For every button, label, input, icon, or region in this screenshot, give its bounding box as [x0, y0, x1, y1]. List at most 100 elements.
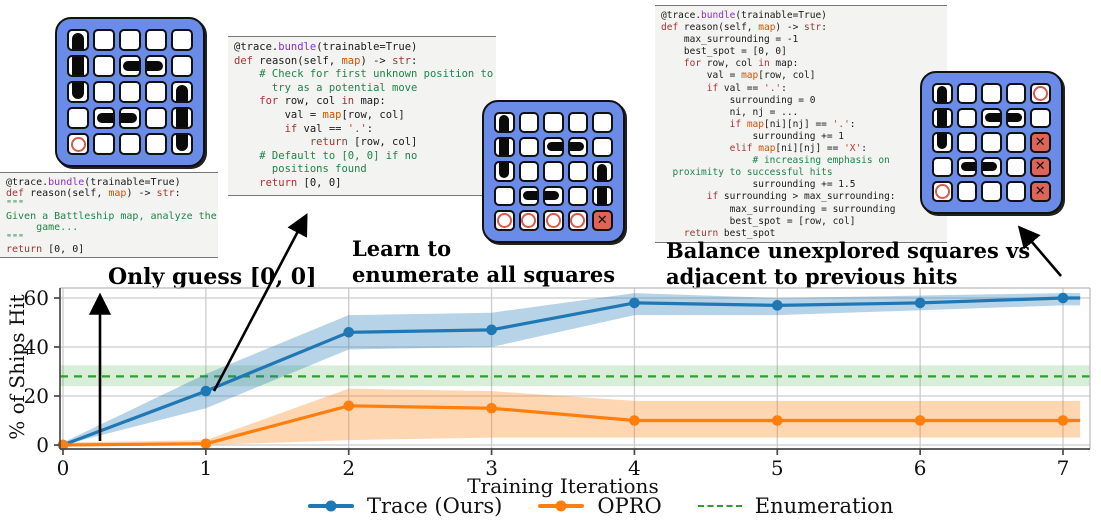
miss-marker-icon [518, 210, 539, 231]
ship-left-segment [93, 107, 115, 129]
empty-cell [145, 81, 167, 103]
miss-marker-icon [567, 210, 588, 231]
battleship-board-initial [55, 17, 205, 167]
legend-label-trace: Trace (Ours) [367, 494, 503, 518]
empty-cell [119, 29, 141, 51]
chart-legend: Trace (Ours) OPRO Enumeration [308, 494, 893, 518]
empty-cell [1005, 83, 1026, 104]
x-tick-label: 6 [914, 456, 927, 480]
code-line: return [0, 0] [234, 176, 342, 189]
legend-label-opro: OPRO [597, 494, 662, 518]
empty-cell [592, 112, 613, 133]
hit-marker-icon: ✕ [1030, 156, 1051, 177]
ship-right-segment [1005, 107, 1026, 128]
empty-cell [1005, 156, 1026, 177]
empty-cell [518, 112, 539, 133]
miss-marker-icon [932, 181, 953, 202]
ship-right-segment [119, 107, 141, 129]
empty-cell [119, 81, 141, 103]
code-line: Given a Battleship map, analyze the [6, 210, 217, 222]
ship-left-segment [119, 55, 141, 77]
ship-middle-segment [67, 55, 89, 77]
code-line: return [0, 0] [6, 244, 85, 256]
empty-cell [1030, 107, 1051, 128]
empty-cell [932, 156, 953, 177]
ship-top-segment [67, 29, 89, 51]
ship-bottom-segment [932, 132, 953, 153]
enumeration-dash-swatch [697, 505, 742, 507]
ship-top-segment [494, 112, 515, 133]
miss-marker-icon [67, 133, 89, 155]
code-line: surrounding += 1 [661, 130, 845, 142]
empty-cell [67, 107, 89, 129]
opro-series [57, 400, 1081, 451]
empty-cell [1005, 181, 1026, 202]
empty-cell [518, 136, 539, 157]
code-line: for row, col in map: [234, 95, 386, 108]
code-line: best_spot = [row, col] [661, 215, 856, 227]
code-snippet-enumerate: @trace.bundle(trainable=True)def reason(… [228, 36, 496, 196]
x-tick-label: 7 [1057, 456, 1070, 480]
empty-cell [567, 112, 588, 133]
empty-cell [981, 132, 1002, 153]
x-axis-label: Training Iterations [467, 474, 659, 498]
code-line: @trace.bundle(trainable=True) [661, 10, 827, 21]
code-line: return best_spot [661, 227, 776, 239]
empty-cell [956, 132, 977, 153]
code-line: @trace.bundle(trainable=True) [234, 41, 418, 53]
code-line: # increasing emphasis on [661, 155, 890, 167]
empty-cell [171, 55, 193, 77]
empty-cell [93, 133, 115, 155]
miss-marker-icon [1030, 83, 1051, 104]
code-snippet-initial: @trace.bundle(trainable=True)def reason(… [0, 172, 218, 258]
ship-bottom-segment [494, 161, 515, 182]
opro-band [63, 388, 1081, 445]
empty-cell [119, 133, 141, 155]
trace-series [57, 292, 1081, 451]
battleship-board-final: ✕ ✕ ✕ [920, 71, 1063, 214]
ship-right-segment [145, 55, 167, 77]
battleship-board-middle: ✕ [482, 100, 625, 243]
code-line: game... [6, 221, 79, 233]
hit-marker-icon: ✕ [1030, 132, 1051, 153]
empty-cell [567, 185, 588, 206]
code-line: if val == '.': [661, 82, 787, 94]
ship-top-segment [592, 161, 613, 182]
annotation-learn-line1: Learn to [352, 236, 452, 261]
ship-left-segment [543, 136, 564, 157]
empty-cell [543, 161, 564, 182]
x-tick-label: 2 [342, 456, 355, 480]
hit-marker-icon: ✕ [1030, 181, 1051, 202]
empty-cell [956, 181, 977, 202]
legend-item-opro: OPRO [538, 494, 662, 518]
ship-left-segment [956, 156, 977, 177]
empty-cell [93, 81, 115, 103]
code-line: surrounding = 0 [661, 94, 816, 106]
empty-cell [145, 133, 167, 155]
miss-marker-icon [543, 210, 564, 231]
empty-cell [145, 107, 167, 129]
code-line: # Default to [0, 0] if no [234, 149, 418, 162]
x-tick-label: 0 [57, 456, 70, 480]
code-line: return [row, col] [234, 136, 418, 149]
code-line: max_surrounding = surrounding [661, 203, 896, 215]
annotation-balance: Balance unexplored squares vs adjacent t… [666, 238, 1030, 290]
ship-right-segment [543, 185, 564, 206]
empty-cell [567, 161, 588, 182]
code-line: surrounding += 1.5 [661, 179, 856, 191]
miss-marker-icon [494, 210, 515, 231]
empty-cell [1005, 132, 1026, 153]
legend-item-enumeration: Enumeration [697, 494, 893, 518]
ship-right-segment [981, 156, 1002, 177]
code-line: proximity to successful hits [661, 167, 833, 179]
annotation-arrow-2 [212, 213, 308, 392]
trace-line-swatch [308, 504, 354, 508]
empty-cell [171, 29, 193, 51]
code-line: try as a potential move [234, 81, 418, 94]
ship-top-segment [932, 83, 953, 104]
ship-middle-segment [932, 107, 953, 128]
code-line: ni, nj = ... [661, 106, 799, 118]
code-line: val = map[row, col] [661, 70, 816, 82]
code-line: val = map[row, col] [234, 108, 405, 121]
empty-cell [956, 83, 977, 104]
